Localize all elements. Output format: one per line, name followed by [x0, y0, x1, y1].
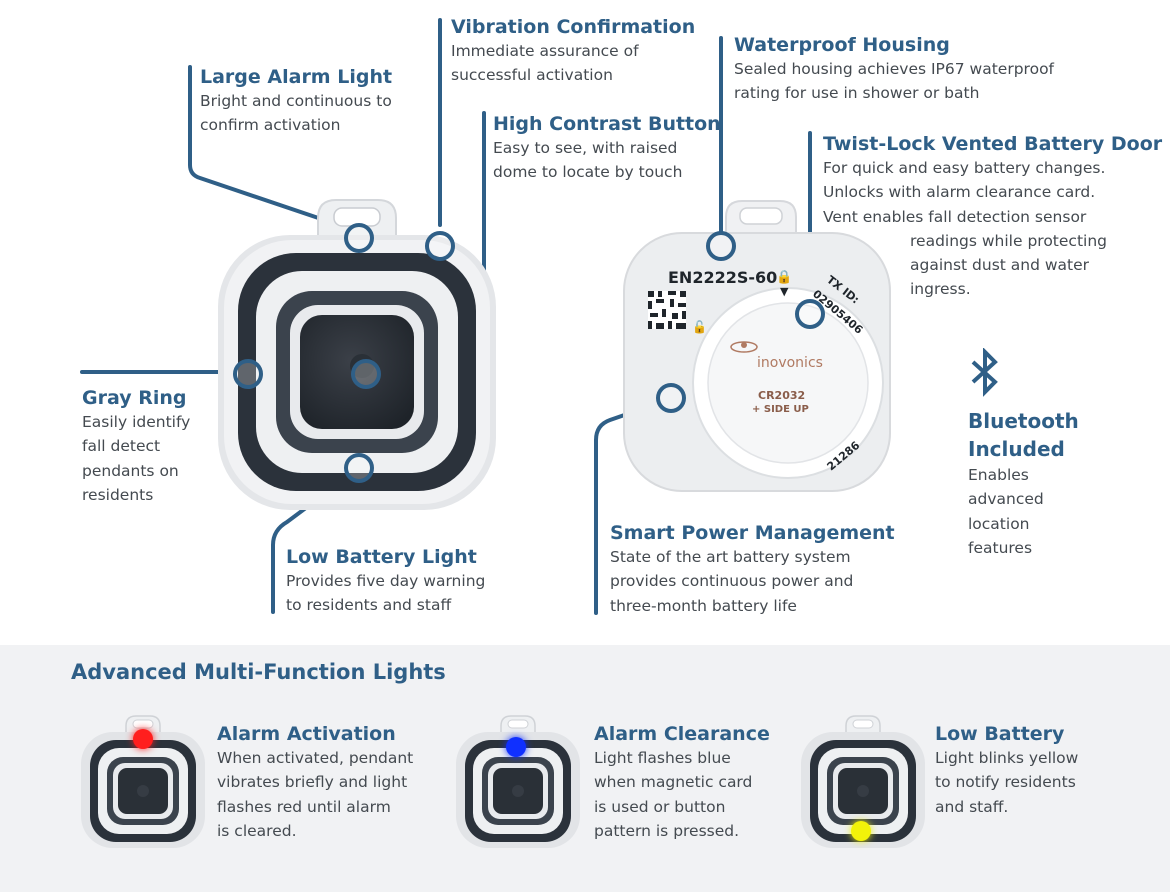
light-item-alarm-activation: Alarm Activation When activated, pendant…: [217, 722, 413, 843]
callout-title: Bluetooth: [968, 409, 1079, 433]
callout-line: location: [968, 514, 1030, 533]
callout-line: Easily identify: [82, 413, 191, 431]
blue-light-indicator: [506, 737, 526, 757]
callout-title: Vibration Confirmation: [451, 16, 696, 38]
callout-title: Gray Ring: [82, 387, 187, 409]
callout-title: Large Alarm Light: [200, 66, 393, 88]
light-item-line: when magnetic card: [594, 773, 753, 792]
callout-line: Immediate assurance of: [451, 42, 639, 60]
callout-line: to residents and staff: [286, 596, 452, 615]
callout-line: For quick and easy battery changes.: [823, 159, 1106, 177]
callout-low-battery-light: Low Battery Light Provides five day warn…: [286, 545, 485, 618]
callout-line: dome to locate by touch: [493, 163, 683, 182]
callout-waterproof-housing: Waterproof Housing Sealed housing achiev…: [734, 33, 1054, 106]
light-item-title: Low Battery: [935, 723, 1065, 745]
callout-line: features: [968, 538, 1033, 557]
pendant-back-image: 🔓 🔒 ▼ EN2222S-60 TX ID: 02905406 21286 i…: [623, 200, 891, 492]
light-item-alarm-clearance: Alarm Clearance Light flashes blue when …: [594, 722, 770, 843]
battery-type: CR2032: [758, 389, 805, 402]
callout-line: Provides five day warning: [286, 572, 486, 590]
light-item-line: vibrates briefly and light: [217, 773, 408, 792]
pendant-red-light-image: [81, 715, 205, 848]
callout-bluetooth-included: Bluetooth Included Enables advanced loca…: [968, 407, 1079, 560]
pendant-front-image: [218, 199, 496, 510]
light-item-line: and staff.: [935, 797, 1009, 816]
callout-line: residents: [82, 485, 154, 504]
light-item-line: to notify residents: [935, 773, 1076, 792]
callout-line: Enables: [968, 466, 1029, 484]
callout-line: advanced: [968, 490, 1044, 509]
line-low-battery: [271, 476, 348, 614]
callout-line: three-month battery life: [610, 596, 797, 615]
line-smart-power: [594, 402, 658, 615]
lock-icon: 🔒: [776, 270, 792, 285]
bluetooth-icon: [971, 348, 998, 397]
callout-gray-ring: Gray Ring Easily identify fall detect pe…: [82, 386, 190, 507]
battery-note: + SIDE UP: [752, 404, 809, 415]
light-item-line: pattern is pressed.: [594, 821, 740, 840]
line-large-alarm: [188, 65, 350, 230]
callout-line: Unlocks with alarm clearance card.: [823, 183, 1096, 202]
callout-title: Low Battery Light: [286, 546, 477, 568]
svg-text:▼: ▼: [780, 285, 789, 298]
pendant-blue-light-image: [456, 715, 580, 848]
red-light-indicator: [133, 729, 153, 749]
callout-smart-power-management: Smart Power Management State of the art …: [610, 521, 895, 618]
callout-line: ingress.: [910, 280, 971, 299]
yellow-light-indicator: [851, 821, 871, 841]
callout-title: High Contrast Button: [493, 113, 721, 135]
callout-line: Vent enables fall detection sensor: [823, 207, 1087, 226]
callout-high-contrast-button: High Contrast Button Easy to see, with r…: [493, 112, 721, 185]
callout-line: Easy to see, with raised: [493, 139, 678, 157]
callout-large-alarm-light: Large Alarm Light Bright and continuous …: [200, 65, 392, 138]
light-item-line: Light flashes blue: [594, 749, 731, 767]
light-item-line: When activated, pendant: [217, 749, 414, 767]
unlock-icon: 🔓: [692, 320, 707, 334]
callout-line: rating for use in shower or bath: [734, 84, 980, 103]
light-item-title: Alarm Activation: [217, 723, 396, 745]
callout-line: pendants on: [82, 461, 179, 480]
pendant-yellow-light-image: [801, 715, 925, 848]
callout-line: Bright and continuous to: [200, 92, 392, 110]
callout-title: Included: [968, 437, 1065, 461]
lights-section-heading: Advanced Multi-Function Lights: [71, 660, 446, 684]
callout-title: Smart Power Management: [610, 522, 895, 544]
light-item-line: is used or button: [594, 797, 726, 816]
callout-line: Sealed housing achieves IP67 waterproof: [734, 60, 1055, 78]
callout-line: fall detect: [82, 437, 161, 456]
light-item-line: Light blinks yellow: [935, 749, 1079, 767]
callout-line: against dust and water: [910, 256, 1090, 275]
callout-line: successful activation: [451, 66, 613, 85]
light-item-line: is cleared.: [217, 821, 297, 840]
callout-title: Waterproof Housing: [734, 34, 950, 56]
callout-line: provides continuous power and: [610, 572, 854, 591]
light-item-title: Alarm Clearance: [594, 723, 770, 745]
callout-line: readings while protecting: [910, 231, 1107, 250]
callout-title: Twist-Lock Vented Battery Door: [823, 133, 1163, 155]
callout-vibration-confirmation: Vibration Confirmation Immediate assuran…: [451, 15, 695, 88]
callout-twist-lock-battery-door: Twist-Lock Vented Battery Door For quick…: [823, 132, 1162, 302]
callout-line: State of the art battery system: [610, 548, 851, 566]
brand-name: inovonics: [757, 355, 823, 371]
light-item-line: flashes red until alarm: [217, 797, 391, 816]
light-item-low-battery: Low Battery Light blinks yellow to notif…: [935, 722, 1078, 819]
model-number: EN2222S-60: [668, 268, 777, 287]
callout-line: confirm activation: [200, 116, 341, 135]
